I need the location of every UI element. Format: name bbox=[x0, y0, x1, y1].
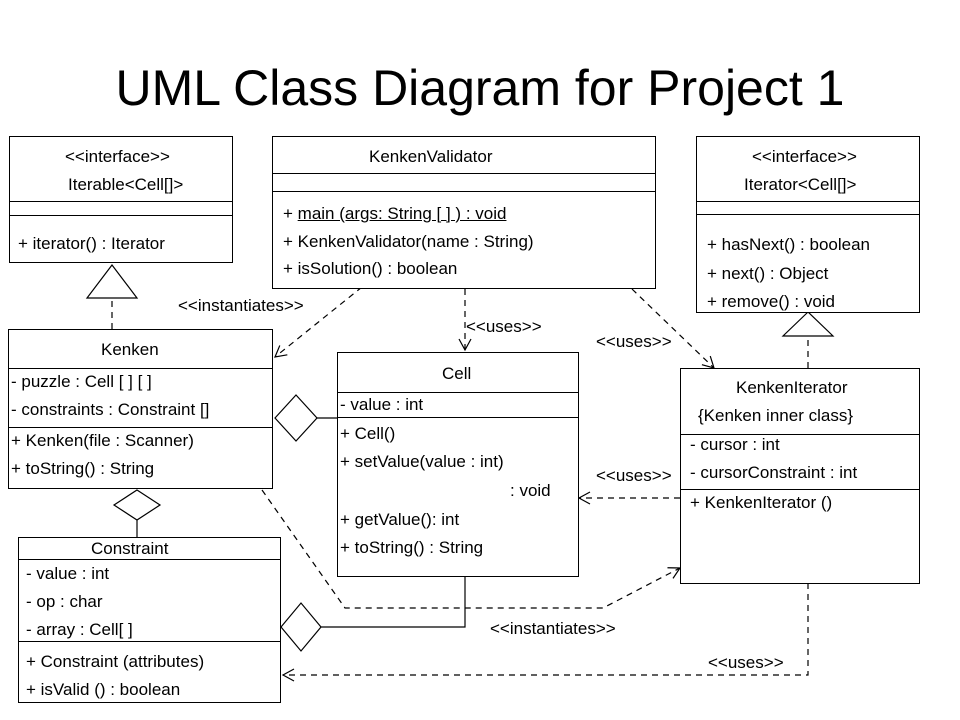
attribute: - constraints : Constraint [] bbox=[11, 400, 210, 419]
method: + iterator() : Iterator bbox=[18, 234, 165, 253]
attribute: - cursor : int bbox=[690, 435, 780, 454]
methods-section: + iterator() : Iterator bbox=[10, 216, 232, 262]
attributes-section bbox=[697, 202, 919, 215]
aggregation-diamond-constraint-cell bbox=[280, 602, 322, 652]
method: + Cell() bbox=[340, 424, 396, 443]
attribute: - cursorConstraint : int bbox=[690, 463, 858, 482]
dependency-kenkeniterator-constraint bbox=[281, 583, 809, 682]
class-iterable: <<interface>> Iterable<Cell[]> + iterato… bbox=[9, 136, 233, 263]
class-header: <<interface>> Iterator<Cell[]> bbox=[697, 137, 919, 202]
label-uses: <<uses>> bbox=[708, 653, 784, 672]
class-name: Iterator<Cell[]> bbox=[744, 175, 857, 194]
attribute: - array : Cell[ ] bbox=[26, 620, 133, 639]
label-instantiates: <<instantiates>> bbox=[490, 619, 616, 638]
class-kenkeniterator: KenkenIterator {Kenken inner class} - cu… bbox=[680, 368, 920, 584]
label-instantiates: <<instantiates>> bbox=[178, 296, 304, 315]
aggregation-constraint-cell-line bbox=[321, 577, 466, 628]
methods-section: + Constraint (attributes) + isValid () :… bbox=[19, 642, 280, 702]
attribute: - value : int bbox=[340, 395, 424, 414]
diagram-title: UML Class Diagram for Project 1 bbox=[115, 60, 845, 116]
attributes-section: - value : int - op : char - array : Cell… bbox=[19, 560, 280, 642]
method: + toString() : String bbox=[340, 538, 484, 557]
realization-triangle-iterable bbox=[85, 264, 139, 299]
class-name: Kenken bbox=[101, 340, 159, 359]
methods-section: + Cell() + setValue(value : int) : void … bbox=[338, 418, 578, 576]
method: + Constraint (attributes) bbox=[26, 652, 205, 671]
class-kenkenvalidator: KenkenValidator + main (args: String [ ]… bbox=[272, 136, 656, 289]
attributes-section: - value : int bbox=[338, 393, 578, 418]
methods-section: + KenkenIterator () bbox=[681, 490, 919, 583]
aggregation-diamond-kenken-cell bbox=[274, 394, 318, 442]
attribute: - value : int bbox=[26, 564, 110, 583]
label-uses: <<uses>> bbox=[596, 332, 672, 351]
method: + main (args: String [ ] ) : void bbox=[283, 204, 507, 223]
attributes-section: - puzzle : Cell [ ] [ ] - constraints : … bbox=[9, 369, 272, 428]
class-name: KenkenValidator bbox=[369, 147, 493, 166]
attributes-section bbox=[273, 174, 655, 192]
class-header: Cell bbox=[338, 353, 578, 393]
label-uses: <<uses>> bbox=[596, 466, 672, 485]
methods-section: + Kenken(file : Scanner) + toString() : … bbox=[9, 428, 272, 488]
method: + next() : Object bbox=[707, 264, 829, 283]
method: + KenkenIterator () bbox=[690, 493, 833, 512]
label-uses: <<uses>> bbox=[466, 317, 542, 336]
attributes-section: - cursor : int - cursorConstraint : int bbox=[681, 435, 919, 490]
methods-section: + main (args: String [ ] ) : void + Kenk… bbox=[273, 192, 655, 288]
method: + toString() : String bbox=[11, 459, 155, 478]
method: + setValue(value : int) bbox=[340, 452, 504, 471]
class-note: {Kenken inner class} bbox=[698, 406, 853, 425]
class-cell: Cell - value : int + Cell() + setValue(v… bbox=[337, 352, 579, 577]
attribute: - puzzle : Cell [ ] [ ] bbox=[11, 372, 152, 391]
class-name: KenkenIterator bbox=[736, 378, 848, 397]
stereotype: <<interface>> bbox=[65, 147, 170, 166]
aggregation-diamond-kenken-constraint bbox=[112, 489, 162, 521]
class-header: KenkenValidator bbox=[273, 137, 655, 174]
class-kenken: Kenken - puzzle : Cell [ ] [ ] - constra… bbox=[8, 329, 273, 489]
realization-triangle-iterator bbox=[781, 311, 835, 337]
dependency-kenken-kenkeniterator bbox=[261, 489, 682, 609]
class-name: Iterable<Cell[]> bbox=[68, 175, 184, 194]
static-method-main: main (args: String [ ] ) : void bbox=[297, 204, 507, 223]
method: + isValid () : boolean bbox=[26, 680, 181, 699]
method: + KenkenValidator(name : String) bbox=[283, 232, 534, 251]
attributes-section bbox=[10, 202, 232, 216]
class-iterator: <<interface>> Iterator<Cell[]> + hasNext… bbox=[696, 136, 920, 313]
dependency-validator-kenkeniterator bbox=[631, 288, 715, 369]
method-return: : void bbox=[510, 481, 551, 500]
class-name: Constraint bbox=[91, 539, 169, 558]
method: + getValue(): int bbox=[340, 510, 460, 529]
methods-section: + hasNext() : boolean + next() : Object … bbox=[697, 215, 919, 312]
method: + Kenken(file : Scanner) bbox=[11, 431, 194, 450]
class-header: KenkenIterator {Kenken inner class} bbox=[681, 369, 919, 435]
class-header: Kenken bbox=[9, 330, 272, 369]
class-header: Constraint bbox=[19, 538, 280, 560]
method: + remove() : void bbox=[707, 292, 836, 311]
method: + hasNext() : boolean bbox=[707, 235, 871, 254]
class-constraint: Constraint - value : int - op : char - a… bbox=[18, 537, 281, 703]
class-name: Cell bbox=[442, 364, 472, 383]
stereotype: <<interface>> bbox=[752, 147, 857, 166]
class-header: <<interface>> Iterable<Cell[]> bbox=[10, 137, 232, 202]
attribute: - op : char bbox=[26, 592, 103, 611]
method: + isSolution() : boolean bbox=[283, 259, 458, 278]
dependency-validator-kenken bbox=[274, 286, 363, 358]
